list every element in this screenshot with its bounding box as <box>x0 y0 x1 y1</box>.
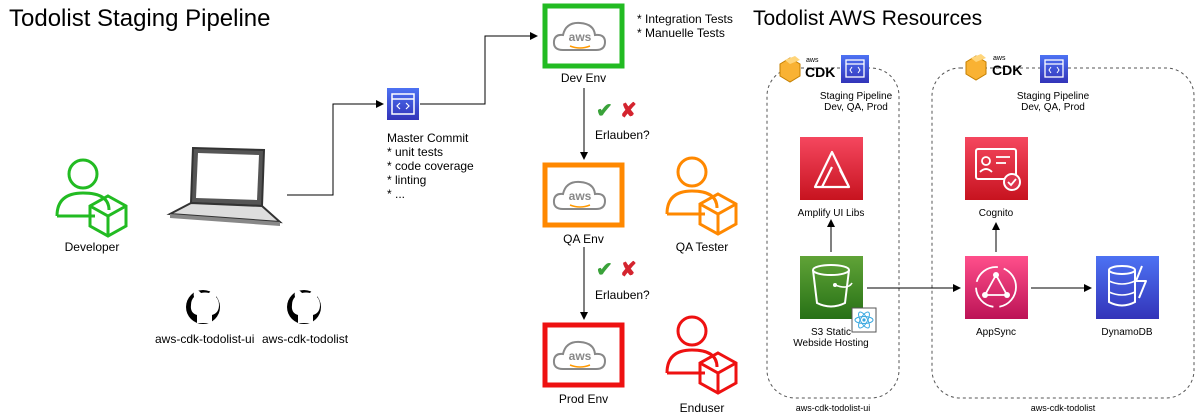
pipeline-ui-icon <box>841 55 869 83</box>
aws-logo-qa: aws <box>568 189 592 203</box>
reject-icon[interactable]: ✘ <box>620 259 637 281</box>
pipeline-icon <box>387 88 419 120</box>
s3-label: S3 Static <box>810 327 852 338</box>
commit-title: Master Commit <box>387 131 469 145</box>
cognito-icon <box>965 137 1028 200</box>
aws-cloud-prod-icon <box>552 340 607 370</box>
dev-test-item: * Manuelle Tests <box>637 26 725 40</box>
dev-connector <box>420 32 538 105</box>
approve-icon[interactable]: ✔ <box>596 259 613 281</box>
approval-question: Erlauben? <box>595 128 650 142</box>
resources-title: Todolist AWS Resources <box>753 7 983 30</box>
aws-cloud-qa-icon <box>552 180 607 210</box>
repo-backend-label[interactable]: aws-cdk-todolist <box>262 332 349 346</box>
repo-ui-label[interactable]: aws-cdk-todolist-ui <box>155 332 255 346</box>
amplify-icon <box>800 137 863 200</box>
cdk-ui-logo <box>779 56 801 83</box>
aws-logo-dev: aws <box>568 30 592 44</box>
cdk-backend-small-text: aws <box>993 55 1006 62</box>
enduser-label: Enduser <box>679 401 725 415</box>
aws-cloud-dev-icon <box>552 21 607 51</box>
pipeline-title: Todolist Staging Pipeline <box>9 5 271 32</box>
enduser-icon <box>665 315 738 395</box>
backend-pipeline-label: Staging Pipeline <box>1016 91 1090 102</box>
approval-question: Erlauben? <box>595 288 650 302</box>
appsync-icon <box>965 256 1028 319</box>
aws-logo-prod: aws <box>568 349 592 363</box>
react-icon <box>851 307 877 333</box>
qa-env-label: QA Env <box>563 232 604 246</box>
prod-env-label: Prod Env <box>558 392 609 406</box>
reject-icon[interactable]: ✘ <box>620 100 637 122</box>
ui-pipeline-envs: Dev, QA, Prod <box>824 102 888 113</box>
developer-icon <box>55 158 128 238</box>
amplify-label: Amplify UI Libs <box>797 208 865 219</box>
dev-test-item: * Integration Tests <box>637 12 733 26</box>
qa-tester-icon <box>665 156 738 236</box>
commit-item: * code coverage <box>387 159 474 173</box>
ui-pipeline-label: Staging Pipeline <box>819 91 893 102</box>
cdk-backend-logo <box>965 54 987 81</box>
backend-stack-group <box>931 67 1195 399</box>
dev-env-label: Dev Env <box>560 71 607 85</box>
dynamodb-icon <box>1096 256 1159 319</box>
backend-pipeline-envs: Dev, QA, Prod <box>1021 102 1085 113</box>
commit-item: * ... <box>387 187 406 201</box>
appsync-label: AppSync <box>975 327 1017 338</box>
cognito-label: Cognito <box>978 208 1014 219</box>
laptop-icon <box>166 146 283 226</box>
github-ui-icon <box>186 290 220 324</box>
pipeline-backend-icon <box>1040 55 1068 83</box>
developer-label: Developer <box>64 240 120 254</box>
github-backend-icon <box>287 290 321 324</box>
backend-group-label: aws-cdk-todolist <box>1030 403 1096 413</box>
approve-icon[interactable]: ✔ <box>596 100 613 122</box>
s3-label-line2: Webside Hosting <box>793 338 869 349</box>
commit-item: * linting <box>387 173 427 187</box>
cdk-ui-small-text: aws <box>806 57 819 64</box>
commit-connector <box>287 100 384 196</box>
ui-group-label: aws-cdk-todolist-ui <box>795 403 871 413</box>
dynamodb-label: DynamoDB <box>1101 327 1153 338</box>
commit-item: * unit tests <box>387 145 444 159</box>
cdk-backend-text: CDK <box>992 62 1023 78</box>
cdk-ui-text: CDK <box>805 64 836 80</box>
ui-stack-group <box>766 67 900 399</box>
qa-tester-label: QA Tester <box>675 240 729 254</box>
